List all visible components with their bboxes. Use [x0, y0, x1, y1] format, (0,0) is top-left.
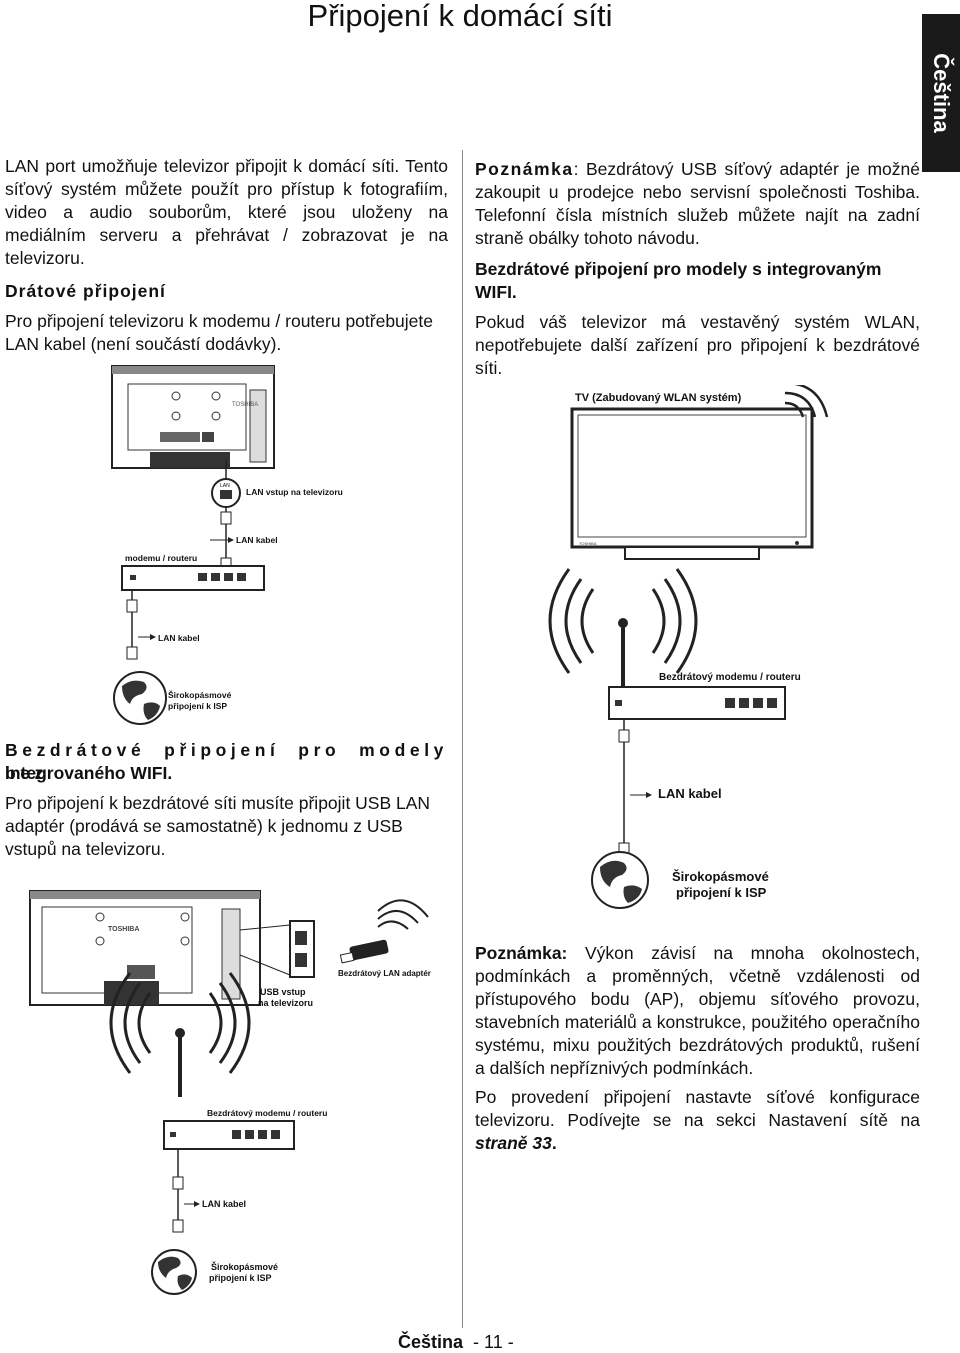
- wifi-paragraph: Pokud váš televizor má vestavěný systém …: [475, 312, 920, 378]
- nowifi-heading-line2: integrovaného WIFI.: [5, 763, 173, 783]
- lan-port-label: LAN vstup na televizoru: [246, 487, 343, 497]
- isp-label-line1: Širokopásmové: [168, 689, 232, 700]
- isp-label-line2: připojení k ISP: [676, 885, 767, 900]
- cable-label: LAN kabel: [202, 1199, 246, 1209]
- wifi-waves-icon: [548, 568, 698, 674]
- nowifi-paragraph: Pro připojení k bezdrátové síti musíte p…: [5, 793, 431, 859]
- note1-text: : Bezdrátový USB síťový adaptér je možné…: [475, 159, 920, 248]
- cable-label: LAN kabel: [658, 786, 722, 801]
- note1-paragraph: Poznámka: Bezdrátový USB síťový adaptér …: [475, 158, 920, 250]
- wifi-heading: Bezdrátové připojení pro modely s integr…: [475, 259, 882, 302]
- nowifi-heading-line1: Bezdrátové připojení pro modely bez: [5, 740, 448, 783]
- language-tab: Čeština: [922, 14, 960, 172]
- lan-port-tag: LAN: [220, 483, 230, 489]
- tv-rear-icon: [111, 365, 275, 469]
- modem-label: modemu / routeru: [125, 553, 197, 563]
- cable-label-2: LAN kabel: [158, 633, 200, 643]
- integrated-wifi-diagram-lower: LAN kabel Širokopásmové připojení k ISP: [591, 755, 769, 909]
- router-label: Bezdrátový modemu / routeru: [659, 672, 801, 683]
- globe-icon: [591, 851, 649, 909]
- usb-port-magnifier-icon: [289, 920, 315, 978]
- note1-label: Poznámka: [475, 159, 574, 179]
- tv-brand-text: TOSHIBA: [579, 541, 597, 546]
- cable-label-1: LAN kabel: [236, 535, 278, 545]
- intro-paragraph: LAN port umožňuje televizor připojit k d…: [5, 156, 448, 268]
- page-title: Připojení k domácí síti: [307, 0, 613, 33]
- tv-brand-text: TOSHIBA: [108, 926, 139, 933]
- usb-adapter-icon: [339, 899, 429, 964]
- wifi-waves-icon: [784, 385, 829, 418]
- usb-label-line2: na televizoru: [258, 998, 313, 1008]
- footer: Čeština - 11 -: [398, 1332, 514, 1353]
- wired-heading: Drátové připojení: [5, 281, 166, 301]
- tv-brand-text: TOSHIBA: [232, 402, 258, 408]
- final-paragraph: Po provedení připojení nastavte síťové k…: [475, 1086, 920, 1155]
- footer-language: Čeština: [398, 1332, 464, 1352]
- final-text: Po provedení připojení nastavte síťové k…: [475, 1087, 920, 1130]
- note2-label: Poznámka:: [475, 943, 568, 963]
- usb-label-line1: USB vstup: [260, 987, 306, 997]
- wifi-waves-icon: [109, 972, 251, 1074]
- usb-adapter-diagram: TOSHIBA USB vstup na televizoru Bezdráto…: [29, 890, 431, 1295]
- globe-icon: [151, 1249, 197, 1295]
- isp-label-line2: připojení k ISP: [168, 701, 227, 711]
- note2-paragraph: Poznámka: Výkon závisí na mnoha okolnost…: [475, 942, 920, 1080]
- isp-label-line2: připojení k ISP: [209, 1273, 272, 1283]
- tv-label: TV (Zabudovaný WLAN systém): [575, 392, 742, 404]
- tv-rear-icon: [29, 890, 261, 1006]
- globe-icon: [113, 671, 167, 725]
- isp-label-line1: Širokopásmové: [211, 1261, 278, 1272]
- footer-page-number: - 11 -: [473, 1332, 514, 1352]
- isp-label-line1: Širokopásmové: [672, 869, 769, 884]
- adapter-label: Bezdrátový LAN adaptér: [338, 969, 431, 978]
- wired-paragraph: Pro připojení televizoru k modemu / rout…: [5, 311, 434, 354]
- router-label: Bezdrátový modemu / routeru: [207, 1108, 327, 1118]
- integrated-wifi-diagram: TV (Zabudovaný WLAN systém) TOSHIBA Bezd…: [548, 385, 829, 755]
- final-text-end: .: [551, 1133, 557, 1153]
- column-divider: [462, 150, 463, 1328]
- language-tab-label: Čeština: [929, 53, 954, 133]
- note2-text: Výkon závisí na mnoha okolnostech, podmí…: [475, 943, 920, 1078]
- page-reference-link[interactable]: straně 33: [475, 1133, 552, 1153]
- wired-connection-diagram: TOSHIBA LAN LAN vstup na televizoru LAN …: [111, 365, 343, 725]
